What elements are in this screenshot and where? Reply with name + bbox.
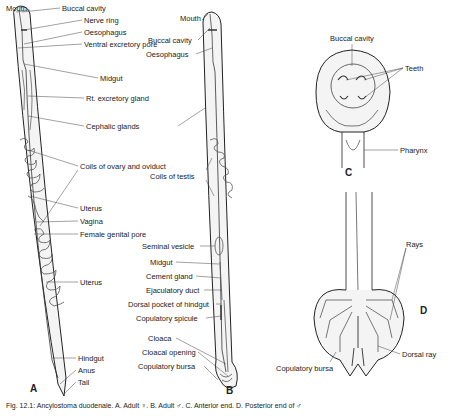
- part-label: Uterus: [80, 278, 102, 287]
- part-label: Ejaculatory duct: [146, 286, 199, 295]
- part-label: Cephalic glands: [86, 122, 139, 131]
- part-label: Rt. excretory gland: [86, 94, 149, 103]
- panel-letter: D: [420, 306, 427, 315]
- part-label: Dorsal pocket of hindgut: [128, 300, 209, 309]
- part-label: Hindgut: [78, 354, 104, 363]
- part-label: Coils of testis: [150, 172, 195, 181]
- part-label: Coils of ovary and oviduct: [80, 162, 166, 171]
- figure-caption: Fig. 12.1: Ancylostoma duodenale. A. Adu…: [6, 402, 302, 409]
- part-label: Uterus: [80, 204, 102, 213]
- part-label: Buccal cavity: [148, 36, 192, 45]
- panel-letter: A: [30, 384, 37, 393]
- part-label: Rays: [406, 240, 423, 249]
- part-label: Oesophagus: [146, 50, 189, 59]
- part-label: Ventral excretory pore: [84, 40, 157, 49]
- part-label: Mouth: [6, 4, 27, 13]
- part-label: Teeth: [405, 64, 423, 73]
- part-label: Nerve ring: [84, 16, 119, 25]
- part-label: Cloacal opening: [142, 348, 196, 357]
- part-label: Cloaca: [148, 334, 171, 343]
- part-label: Dorsal ray: [402, 350, 436, 359]
- part-label: Buccal cavity: [330, 34, 374, 43]
- panel-letter: C: [345, 168, 352, 177]
- panel-letter: B: [226, 386, 233, 395]
- part-label: Cement gland: [146, 272, 193, 281]
- part-label: Copulatory bursa: [138, 362, 195, 371]
- part-label: Buccal cavity: [62, 4, 106, 13]
- part-label: Midgut: [100, 74, 123, 83]
- part-label: Pharynx: [400, 146, 428, 155]
- part-label: Copulatory bursa: [276, 364, 333, 373]
- part-label: Vagina: [80, 217, 103, 226]
- part-label: Midgut: [150, 258, 173, 267]
- part-label: Mouth: [180, 14, 201, 23]
- part-label: Female genital pore: [80, 230, 146, 239]
- part-label: Tail: [78, 378, 89, 387]
- part-label: Anus: [78, 366, 95, 375]
- part-label: Seminal vesicle: [142, 242, 194, 251]
- part-label: Copulatory spicule: [136, 314, 198, 323]
- part-label: Oesophagus: [84, 28, 127, 37]
